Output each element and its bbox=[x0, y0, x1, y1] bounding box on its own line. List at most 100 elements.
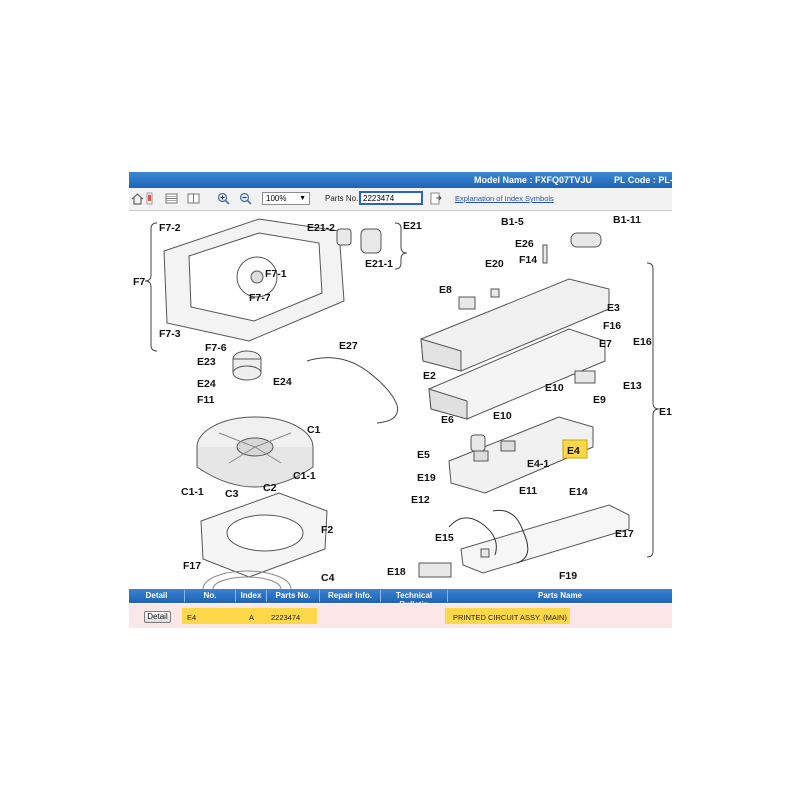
index-symbols-link[interactable]: Explanation of Index Symbols bbox=[455, 194, 554, 203]
parts-table-header: Detail No. Index Parts No. Repair Info. … bbox=[129, 589, 672, 609]
callout-label[interactable]: E6 bbox=[441, 414, 454, 426]
row-highlight bbox=[182, 608, 317, 624]
column-divider bbox=[266, 590, 267, 602]
title-bar: Model Name : FXFQ07TVJU PL Code : PL- bbox=[129, 172, 672, 188]
callout-label[interactable]: E20 bbox=[485, 258, 504, 270]
decoration-panel-part bbox=[163, 218, 345, 342]
col-no: No. bbox=[203, 591, 217, 600]
callout-label[interactable]: E1 bbox=[659, 406, 672, 418]
callout-label[interactable]: E5 bbox=[417, 449, 430, 461]
zoom-value: 100% bbox=[266, 194, 287, 203]
callout-label[interactable]: E8 bbox=[439, 284, 452, 296]
callout-label[interactable]: E13 bbox=[623, 380, 642, 392]
col-parts-no: Parts No. bbox=[275, 591, 311, 600]
col-repair-info: Repair Info. bbox=[327, 591, 372, 600]
callout-label[interactable]: E17 bbox=[615, 528, 634, 540]
callout-label[interactable]: E18 bbox=[387, 566, 406, 578]
wiring-part bbox=[448, 509, 529, 564]
detail-button[interactable]: Detail bbox=[144, 611, 171, 623]
callout-label[interactable]: C3 bbox=[225, 488, 239, 500]
callout-label[interactable]: C2 bbox=[263, 482, 277, 494]
bottom-cover-part bbox=[460, 504, 630, 574]
table-row[interactable]: Detail E4 A 2223474 PRINTED CIRCUIT ASSY… bbox=[129, 604, 672, 628]
callout-label[interactable]: E27 bbox=[339, 340, 358, 352]
home-icon[interactable] bbox=[131, 192, 144, 205]
col-index: Index bbox=[240, 591, 262, 600]
cell-no: E4 bbox=[187, 613, 197, 622]
callout-label[interactable]: E24 bbox=[197, 378, 216, 390]
callout-label[interactable]: E14 bbox=[569, 486, 588, 498]
column-divider bbox=[447, 590, 448, 602]
callout-label[interactable]: C4 bbox=[321, 572, 335, 584]
drain-pump-part bbox=[336, 228, 382, 254]
callout-label[interactable]: E7 bbox=[599, 338, 612, 350]
callout-label[interactable]: E11 bbox=[519, 485, 537, 497]
col-parts-name: Parts Name bbox=[537, 591, 583, 600]
callout-label[interactable]: F2 bbox=[321, 524, 333, 536]
callout-label[interactable]: B1-5 bbox=[501, 216, 524, 228]
cell-index: A bbox=[249, 613, 255, 622]
parts-no-label: Parts No. bbox=[325, 194, 359, 203]
callout-label[interactable]: E21 bbox=[403, 220, 422, 232]
callout-label[interactable]: E26 bbox=[515, 238, 534, 250]
search-go-icon[interactable] bbox=[429, 192, 442, 205]
cell-parts-name: PRINTED CIRCUIT ASSY. (MAIN) bbox=[453, 613, 567, 622]
callout-label[interactable]: E21-2 bbox=[307, 222, 335, 234]
wire-harness-part bbox=[306, 357, 399, 424]
column-divider bbox=[184, 590, 185, 602]
callout-label[interactable]: E23 bbox=[197, 356, 216, 368]
callout-label[interactable]: E21-1 bbox=[365, 258, 393, 270]
group-bracket bbox=[646, 262, 660, 558]
chevron-down-icon: ▼ bbox=[299, 195, 306, 202]
callout-label[interactable]: F19 bbox=[559, 570, 577, 582]
callout-label[interactable]: F7-3 bbox=[159, 328, 181, 340]
callout-label[interactable]: F7-6 bbox=[205, 342, 227, 354]
filter-part bbox=[202, 570, 292, 589]
small-parts bbox=[418, 232, 602, 578]
column-divider bbox=[319, 590, 320, 602]
callout-label[interactable]: F7-1 bbox=[265, 268, 287, 280]
fan-motor-part bbox=[232, 350, 262, 381]
callout-label[interactable]: F14 bbox=[519, 254, 537, 266]
zoom-out-icon[interactable] bbox=[239, 192, 252, 205]
print-icon[interactable] bbox=[143, 192, 156, 205]
exploded-parts-diagram: F7-2 E21-2 E21 F7-1 F7-7 F7 F7-3 E21-1 F… bbox=[133, 214, 672, 589]
switch-box-cover-part bbox=[420, 278, 610, 372]
callout-label[interactable]: E4-1 bbox=[527, 458, 549, 470]
callout-label[interactable]: C1 bbox=[307, 424, 321, 436]
split-horizontal-icon[interactable] bbox=[165, 192, 178, 205]
callout-label[interactable]: E24 bbox=[273, 376, 292, 388]
callout-label[interactable]: F17 bbox=[183, 560, 201, 572]
callout-label[interactable]: E2 bbox=[423, 370, 436, 382]
callout-label[interactable]: E16 bbox=[633, 336, 652, 348]
callout-label[interactable]: E19 bbox=[417, 472, 436, 484]
callout-label[interactable]: F16 bbox=[603, 320, 621, 332]
callout-label[interactable]: E10 bbox=[545, 382, 564, 394]
col-detail: Detail bbox=[145, 591, 168, 600]
highlight-box bbox=[562, 439, 588, 459]
callout-label[interactable]: E12 bbox=[411, 494, 430, 506]
split-vertical-icon[interactable] bbox=[187, 192, 200, 205]
turbo-fan-part bbox=[196, 416, 314, 488]
callout-label[interactable]: E3 bbox=[607, 302, 620, 314]
zoom-in-icon[interactable] bbox=[217, 192, 230, 205]
toolbar: 100% ▼ Parts No. Explanation of Index Sy… bbox=[129, 188, 672, 211]
callout-label[interactable]: E15 bbox=[435, 532, 454, 544]
callout-label[interactable]: F7-7 bbox=[249, 292, 271, 304]
highlighted-callout-label[interactable]: E4 bbox=[567, 445, 580, 457]
callout-label[interactable]: C1-1 bbox=[181, 486, 204, 498]
bell-mouth-part bbox=[200, 492, 328, 578]
callout-label[interactable]: E10 bbox=[493, 410, 512, 422]
pl-code: PL Code : PL- bbox=[614, 175, 672, 185]
zoom-select[interactable]: 100% ▼ bbox=[262, 192, 310, 205]
group-bracket bbox=[144, 222, 158, 352]
callout-label[interactable]: F7-2 bbox=[159, 222, 181, 234]
callout-label[interactable]: B1-11 bbox=[613, 214, 641, 226]
callout-label[interactable]: E9 bbox=[593, 394, 606, 406]
parts-no-input[interactable] bbox=[359, 191, 423, 205]
callout-label[interactable]: C1-1 bbox=[293, 470, 316, 482]
callout-label[interactable]: F7 bbox=[133, 276, 145, 288]
parts-catalog-window: Model Name : FXFQ07TVJU PL Code : PL- bbox=[129, 172, 672, 628]
column-divider bbox=[380, 590, 381, 602]
callout-label[interactable]: F11 bbox=[197, 394, 215, 406]
